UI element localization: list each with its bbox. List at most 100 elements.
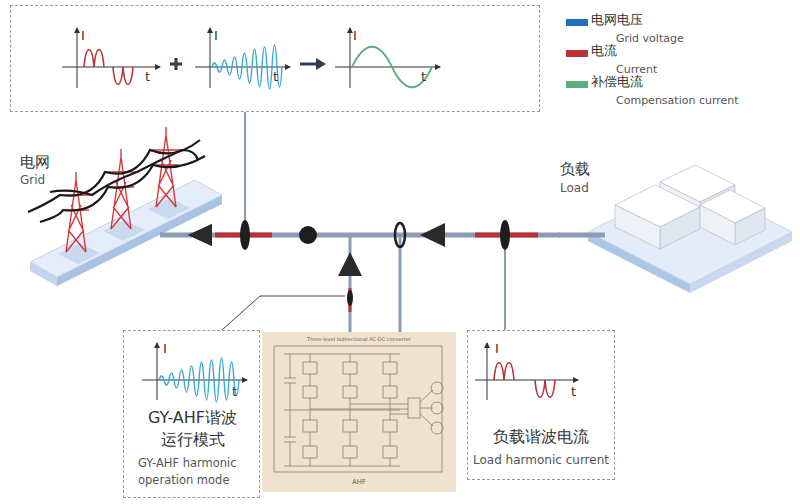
node-subtitle: Grid [20, 173, 45, 188]
axis-label: I [214, 28, 218, 44]
load-wave [475, 343, 578, 400]
probe-wire [504, 235, 506, 330]
source [431, 402, 443, 414]
tower-pad [58, 243, 100, 264]
wire [50, 150, 198, 195]
current-segment [215, 233, 272, 238]
arrow-sign-head [316, 58, 326, 70]
current-transformer [347, 290, 353, 306]
axis [475, 380, 578, 381]
mode-panel: ItGY-AHF谐波运行模式 GY-AHF harmonic operation … [123, 330, 260, 498]
probe-wire [244, 112, 246, 235]
dc-bus [284, 354, 400, 466]
switch [383, 446, 397, 458]
plus-sign [170, 58, 182, 70]
axis-label: t [232, 384, 237, 400]
switch [303, 446, 317, 458]
leader-line [222, 296, 345, 330]
current-segment [349, 288, 352, 312]
tower-pad [148, 198, 190, 219]
harmonic-wave [212, 45, 282, 89]
wire [40, 156, 205, 222]
bus-connector [190, 233, 560, 238]
schematic-background [262, 332, 456, 492]
switch [383, 386, 397, 398]
phase-wires [310, 404, 408, 414]
bus-stub [160, 233, 192, 238]
load-current-panel: It 负载谐波电流 Load harmonic current [467, 330, 615, 480]
tower-lattice [105, 149, 137, 229]
switch [303, 420, 317, 432]
grid-illustration: 电网Grid [15, 150, 190, 285]
axis-label: I [81, 28, 85, 44]
mode-wave [142, 343, 247, 402]
schematic-label: AHF [339, 478, 379, 487]
switch [303, 362, 317, 374]
axis [335, 67, 440, 68]
bus-stub [558, 233, 605, 238]
building-side [735, 208, 765, 245]
schematic [274, 346, 443, 472]
legs [310, 354, 390, 466]
legend-swatch [566, 81, 588, 88]
axis-label: I [163, 341, 167, 357]
source [431, 422, 443, 434]
switch [383, 362, 397, 374]
buildings [615, 165, 765, 249]
waveform-panel: It It It [10, 5, 540, 112]
axis [157, 343, 158, 400]
legend-subtitle: Compensation current [616, 94, 739, 108]
compensation-wave [352, 47, 432, 88]
axis [77, 28, 78, 88]
switch [303, 386, 317, 398]
load-illustration: 负载 Load [560, 155, 795, 290]
flow-arrow [420, 223, 445, 247]
switch [343, 446, 357, 458]
capacitors [284, 354, 296, 466]
legend-text: 电网电压 [591, 12, 643, 28]
node-heading: 负载 [560, 160, 590, 179]
axis [62, 67, 160, 68]
axis-label: t [273, 69, 278, 85]
building-side [660, 207, 700, 249]
building-side [700, 205, 735, 245]
power-lines [28, 140, 205, 222]
axis-label: t [145, 69, 150, 85]
flow-arrow [338, 252, 362, 276]
current-transformer [240, 220, 250, 250]
ahf-schematic: Three-level bidirectional AC-DC converte… [262, 332, 456, 492]
tower-pad [103, 220, 145, 241]
legend-text: 补偿电流 [591, 74, 643, 90]
node-heading: 电网 [20, 153, 50, 172]
axis-label: t [421, 69, 426, 85]
current-transformer [500, 220, 510, 250]
node-heading: GY-AHF谐波运行模式 [140, 407, 245, 450]
schematic-title: Three-level bidirectional AC-DC converte… [292, 336, 426, 342]
axis-label: I [495, 341, 499, 357]
node-subtitle: GY-AHF harmonic operation mode [138, 455, 260, 490]
ahf-wire [399, 235, 402, 332]
current-segment [475, 233, 538, 238]
axis-label: I [353, 28, 357, 44]
switch [383, 420, 397, 432]
building-side [615, 205, 660, 249]
arrow-sign [300, 63, 318, 66]
harmonic-wave [159, 358, 239, 402]
axis [210, 28, 211, 88]
filter [408, 398, 420, 418]
schematic-frame [274, 346, 442, 472]
current-transformer [395, 223, 405, 247]
node-subtitle: Load [560, 181, 589, 196]
legend-swatch [566, 50, 588, 57]
node-heading: 负载谐波电流 [468, 427, 614, 447]
legend-subtitle: Grid voltage [616, 32, 684, 46]
tower-lattice [60, 172, 92, 252]
node-subtitle: Load harmonic current [468, 453, 614, 468]
switch [343, 386, 357, 398]
load-current-wave [84, 50, 133, 85]
axis [350, 28, 351, 88]
switch [343, 362, 357, 374]
axis-label: t [571, 384, 576, 400]
